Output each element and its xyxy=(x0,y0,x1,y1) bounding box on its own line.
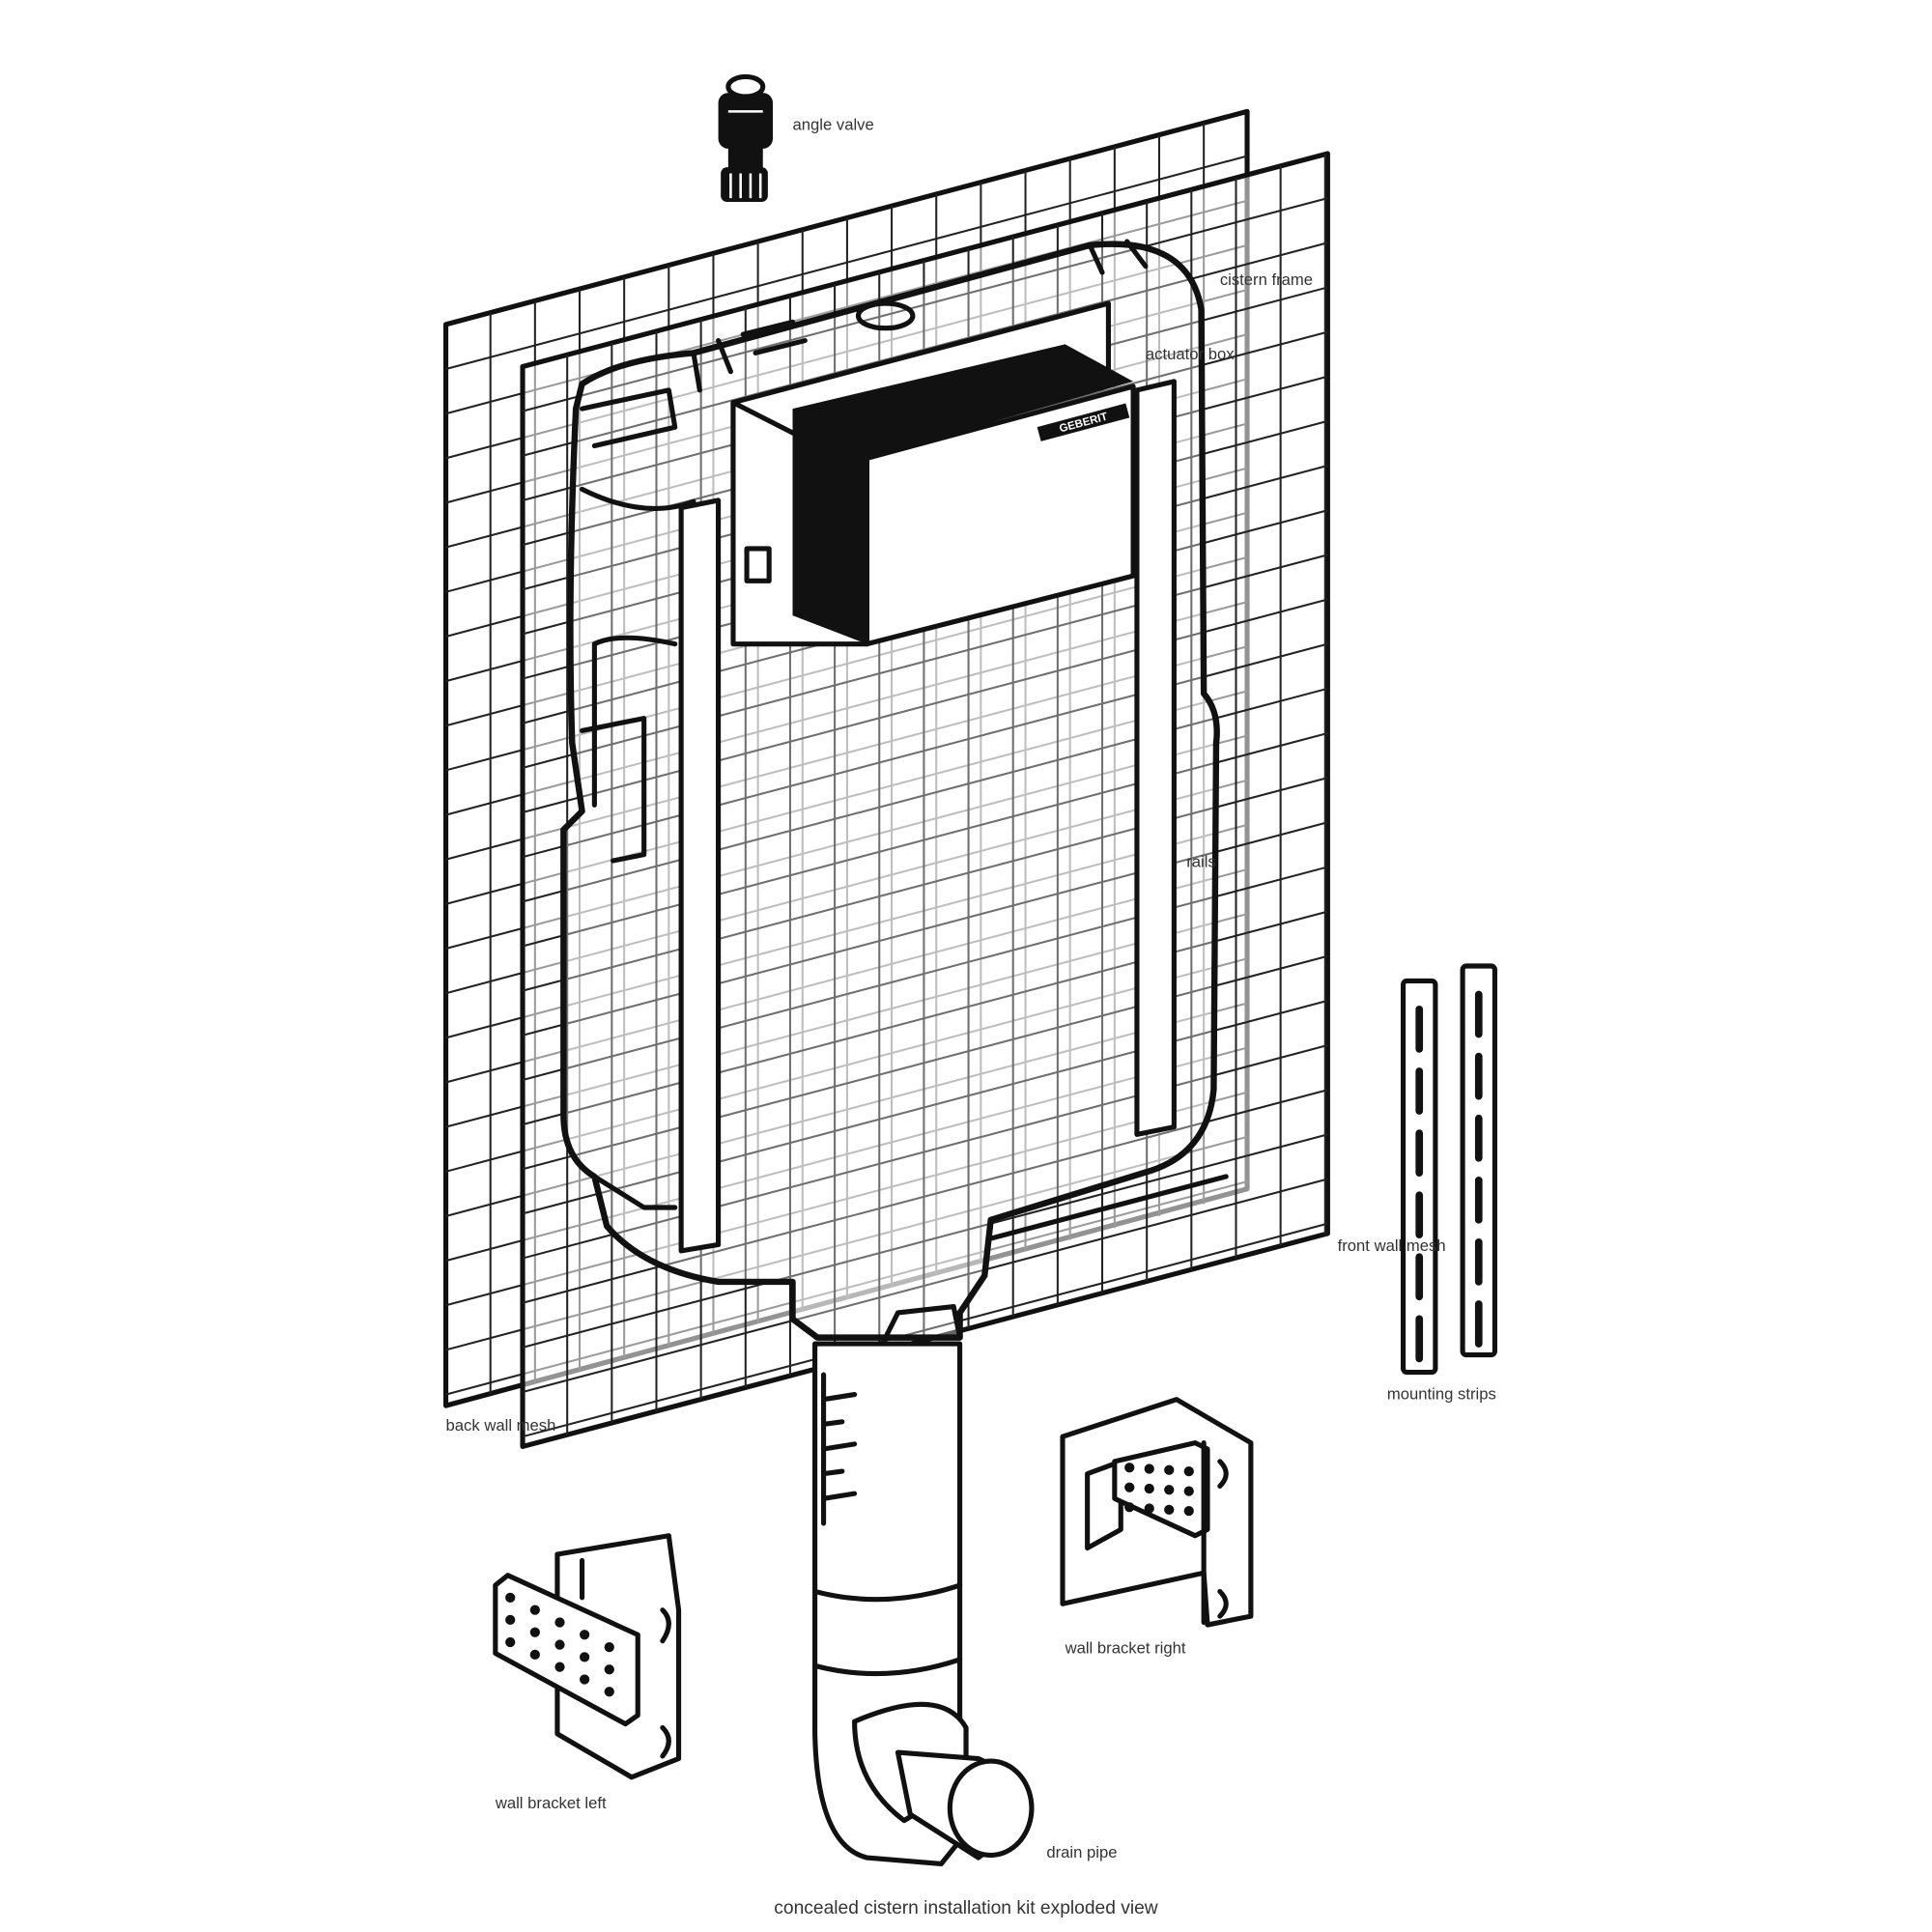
bracket-hole xyxy=(1124,1502,1135,1513)
bracket-hole xyxy=(604,1664,614,1675)
bracket-hole xyxy=(1183,1505,1194,1517)
rail-right xyxy=(1134,379,1177,1137)
bracket-hole xyxy=(1183,1486,1194,1496)
mesh-line xyxy=(522,598,1328,814)
bracket-hole xyxy=(1144,1503,1154,1514)
bracket-hole xyxy=(1144,1463,1154,1474)
bracket-hole xyxy=(580,1630,590,1640)
strip-slot xyxy=(1474,1238,1483,1286)
label-drain-pipe: drain pipe xyxy=(1046,1843,1117,1861)
bracket-hole xyxy=(604,1642,614,1653)
actuator-box: GEBERIT xyxy=(730,300,1136,647)
bracket-hole xyxy=(505,1636,516,1648)
strip-slot xyxy=(1415,1253,1424,1301)
mesh-line xyxy=(522,821,1328,1037)
mounting-strips xyxy=(1401,963,1498,1376)
part-labels: angle valve back wall mesh front wall me… xyxy=(446,116,1496,1861)
strip-slot xyxy=(1415,1315,1424,1363)
bracket-hole xyxy=(554,1617,565,1628)
bracket-hole xyxy=(604,1687,614,1697)
mesh-line xyxy=(522,554,1328,769)
label-front-wall-mesh: front wall mesh xyxy=(1338,1236,1446,1255)
label-wall-bracket-right: wall bracket right xyxy=(1065,1639,1186,1658)
mesh-line xyxy=(522,910,1328,1126)
mesh-line xyxy=(522,1089,1328,1304)
label-cistern-frame: cistern frame xyxy=(1220,270,1313,289)
bracket-hole xyxy=(554,1662,565,1672)
label-wall-bracket-left: wall bracket left xyxy=(495,1794,607,1812)
mesh-line xyxy=(522,197,1328,412)
mesh-line xyxy=(445,155,1248,371)
mesh-line xyxy=(522,999,1328,1215)
mesh-line xyxy=(522,731,1328,948)
bracket-hole xyxy=(1183,1465,1194,1477)
bracket-hole xyxy=(529,1605,540,1615)
bracket-hole xyxy=(1124,1482,1135,1492)
bracket-hole xyxy=(505,1592,516,1603)
strip-slot xyxy=(1415,1129,1424,1177)
mesh-line xyxy=(522,777,1328,992)
label-actuator-box: actuator box xyxy=(1146,345,1235,363)
wall-bracket-left xyxy=(493,1533,682,1780)
wall-bracket-right xyxy=(1060,1397,1254,1628)
strip-slot xyxy=(1415,1191,1424,1239)
strip-slot xyxy=(1474,990,1483,1038)
bracket-hole xyxy=(529,1627,540,1637)
mesh-line xyxy=(522,1133,1328,1349)
strip-slot xyxy=(1474,1052,1483,1100)
bracket-hole xyxy=(554,1639,565,1650)
bracket-hole xyxy=(1164,1504,1175,1515)
bracket-hole xyxy=(1164,1464,1175,1475)
bracket-hole xyxy=(1144,1483,1154,1494)
label-back-wall-mesh: back wall mesh xyxy=(446,1416,556,1435)
bracket-hole xyxy=(529,1649,540,1660)
label-rails: rails xyxy=(1186,852,1216,870)
bracket-hole xyxy=(580,1674,590,1685)
strip-slot xyxy=(1415,1006,1424,1053)
diagram-caption: concealed cistern installation kit explo… xyxy=(774,1898,1158,1918)
strip-slot xyxy=(1474,1176,1483,1224)
label-mounting-strips: mounting strips xyxy=(1387,1385,1496,1404)
drain-pipe xyxy=(812,1341,1035,1867)
label-angle-valve: angle valve xyxy=(793,116,874,134)
mesh-line xyxy=(522,1178,1328,1394)
strip-slot xyxy=(1474,1300,1483,1348)
mesh-line xyxy=(522,1044,1328,1260)
bracket-hole xyxy=(1164,1485,1175,1495)
mesh-line xyxy=(522,1222,1328,1438)
mesh-line xyxy=(522,954,1328,1171)
bracket-hole xyxy=(1124,1463,1135,1473)
mesh-line xyxy=(522,687,1328,903)
mesh-line xyxy=(522,642,1328,859)
brand-logo-plate xyxy=(1037,403,1130,441)
bracket-hole xyxy=(580,1652,590,1662)
strip-slot xyxy=(1474,1114,1483,1162)
mesh-line xyxy=(522,866,1328,1081)
strip-slot xyxy=(1415,1067,1424,1115)
rail-left xyxy=(678,497,722,1254)
bracket-hole xyxy=(505,1614,516,1626)
angle-valve xyxy=(718,73,773,202)
